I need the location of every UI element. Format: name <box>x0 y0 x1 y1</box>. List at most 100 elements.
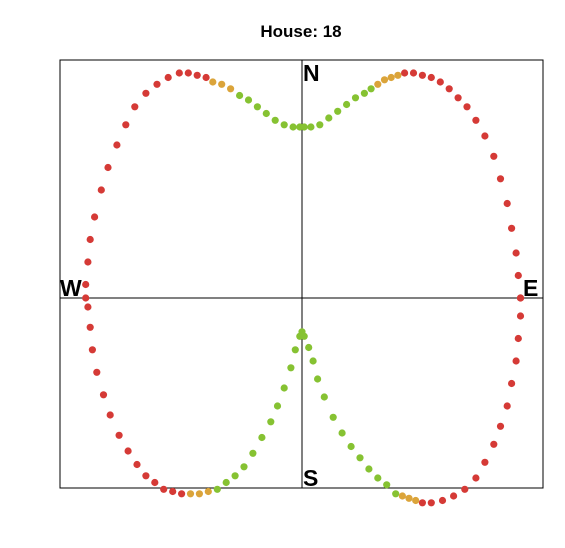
point-top-left-19 <box>236 91 244 100</box>
point-bottom-right-22 <box>356 454 364 462</box>
point-top-right-24 <box>496 175 505 183</box>
point-bottom-right-28 <box>309 357 317 365</box>
point-top-left-22 <box>262 109 270 118</box>
point-bottom-right-17 <box>398 492 406 500</box>
point-bottom-left-8 <box>240 463 248 471</box>
east-label: E <box>523 275 538 301</box>
point-top-left-26 <box>296 123 304 131</box>
point-top-right-20 <box>463 103 471 111</box>
point-bottom-left-27 <box>86 323 94 331</box>
point-bottom-right-29 <box>305 343 313 352</box>
point-bottom-left-10 <box>222 478 230 487</box>
point-bottom-left-21 <box>124 447 132 455</box>
point-top-left-9 <box>142 89 150 97</box>
point-bottom-right-21 <box>365 465 373 473</box>
point-top-right-1 <box>307 123 315 131</box>
point-top-left-21 <box>253 103 261 111</box>
point-top-left-10 <box>153 80 161 88</box>
point-top-left-2 <box>86 235 94 244</box>
point-bottom-left-23 <box>106 411 114 419</box>
point-bottom-right-3 <box>512 357 520 365</box>
point-top-left-24 <box>280 121 288 129</box>
west-label: W <box>60 275 82 301</box>
point-top-left-20 <box>244 96 253 104</box>
point-top-left-6 <box>113 141 121 149</box>
point-bottom-right-19 <box>383 481 391 489</box>
point-bottom-left-20 <box>133 460 141 469</box>
point-bottom-right-5 <box>503 402 511 410</box>
point-top-left-11 <box>164 73 172 82</box>
point-bottom-left-11 <box>213 485 221 493</box>
point-bottom-left-5 <box>267 418 275 426</box>
point-bottom-left-7 <box>249 449 257 457</box>
point-top-left-13 <box>184 69 192 77</box>
point-bottom-left-3 <box>280 384 288 392</box>
south-label: S <box>303 465 318 491</box>
point-top-left-15 <box>202 73 210 82</box>
point-bottom-left-19 <box>142 472 150 480</box>
point-bottom-left-6 <box>258 433 266 442</box>
point-top-right-10 <box>380 76 389 84</box>
point-top-right-5 <box>343 100 351 109</box>
point-top-right-11 <box>387 73 395 82</box>
point-top-right-18 <box>445 85 453 93</box>
point-bottom-right-12 <box>438 496 447 505</box>
point-bottom-left-24 <box>99 391 108 399</box>
point-top-left-17 <box>218 80 226 88</box>
point-top-left-1 <box>84 258 92 266</box>
point-bottom-left-14 <box>186 490 195 498</box>
point-bottom-left-12 <box>204 487 212 496</box>
point-bottom-left-25 <box>93 368 101 376</box>
point-top-right-9 <box>374 80 382 88</box>
point-bottom-right-26 <box>320 393 328 401</box>
point-top-right-27 <box>512 249 520 257</box>
point-top-right-16 <box>427 73 435 82</box>
point-top-right-8 <box>367 85 375 93</box>
point-top-right-4 <box>334 107 342 115</box>
point-bottom-right-20 <box>374 474 382 482</box>
point-bottom-left-22 <box>115 431 123 439</box>
point-top-right-13 <box>401 69 409 77</box>
point-top-right-23 <box>490 152 498 160</box>
point-bottom-right-0 <box>516 294 525 302</box>
point-top-right-14 <box>409 69 418 77</box>
point-top-left-5 <box>104 163 112 172</box>
point-top-left-7 <box>122 121 130 129</box>
point-bottom-right-2 <box>514 334 522 343</box>
point-top-left-25 <box>289 123 297 131</box>
points-layer <box>82 69 525 507</box>
point-bottom-right-8 <box>481 458 489 466</box>
point-bottom-right-11 <box>450 492 458 500</box>
point-top-right-19 <box>454 94 462 102</box>
point-bottom-left-17 <box>160 485 168 493</box>
north-label: N <box>303 60 320 86</box>
point-bottom-left-13 <box>195 490 203 498</box>
point-top-right-12 <box>394 71 402 79</box>
point-bottom-left-28 <box>84 303 92 311</box>
point-top-right-6 <box>351 94 360 102</box>
point-bottom-right-4 <box>508 379 516 388</box>
point-bottom-right-27 <box>314 375 322 383</box>
point-bottom-right-9 <box>472 474 480 482</box>
point-bottom-right-7 <box>490 440 498 448</box>
point-top-right-15 <box>418 71 426 79</box>
point-top-right-3 <box>325 114 333 122</box>
point-bottom-right-10 <box>461 485 469 493</box>
point-top-right-2 <box>316 121 324 129</box>
point-bottom-right-15 <box>412 496 420 505</box>
point-bottom-right-6 <box>496 422 505 430</box>
point-top-left-4 <box>97 186 105 194</box>
point-bottom-right-23 <box>347 442 355 451</box>
point-top-right-21 <box>472 116 480 124</box>
point-bottom-left-29 <box>82 294 90 302</box>
point-bottom-right-1 <box>516 312 525 320</box>
point-bottom-left-9 <box>231 472 239 480</box>
point-bottom-right-25 <box>329 413 337 421</box>
point-bottom-left-26 <box>88 346 96 354</box>
point-bottom-left-0 <box>296 332 304 340</box>
point-top-left-14 <box>193 71 201 79</box>
point-top-right-22 <box>481 132 489 140</box>
point-top-right-7 <box>360 89 368 97</box>
point-top-left-12 <box>175 69 183 77</box>
